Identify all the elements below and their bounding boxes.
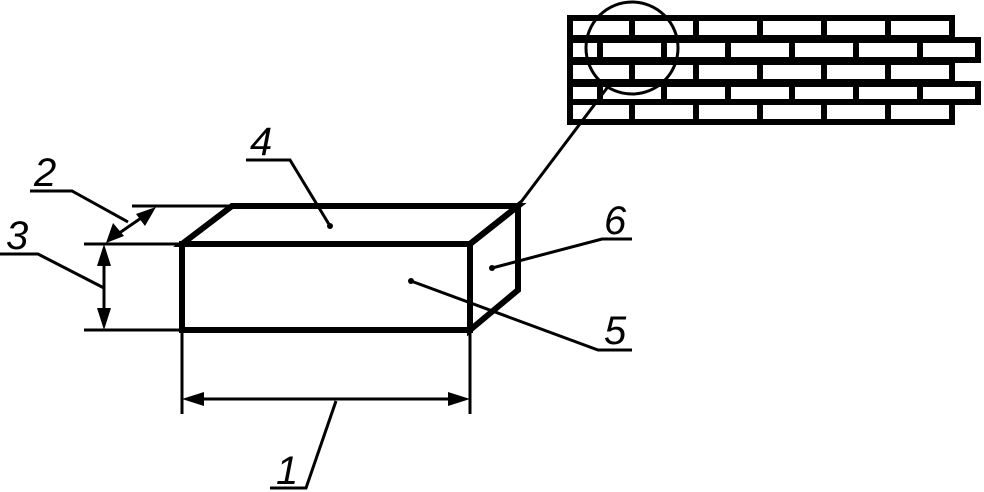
- leader-6: [491, 237, 632, 270]
- arrow-width-lower: [106, 223, 124, 243]
- leader-5: [410, 279, 632, 352]
- arrowheads: [97, 207, 470, 406]
- label-2: 2: [33, 151, 56, 195]
- brick-top-face: [173, 203, 527, 247]
- masonry-wall: [567, 15, 981, 125]
- brick: [173, 199, 527, 337]
- label-4: 4: [250, 120, 272, 164]
- detail-callout-circle: [584, 0, 680, 96]
- arrow-length-left: [182, 392, 204, 406]
- label-6: 6: [604, 199, 627, 243]
- label-5: 5: [604, 309, 627, 353]
- leader-1: [270, 400, 338, 490]
- leader-lines: [0, 83, 632, 490]
- arrow-height-bottom: [97, 308, 111, 330]
- leader-3: [0, 252, 105, 290]
- labels: 1 2 3 4 5 6: [6, 120, 627, 492]
- leader-4: [246, 158, 332, 227]
- arrow-width-upper: [136, 207, 156, 226]
- dimension-lines: [84, 204, 472, 414]
- label-1: 1: [276, 449, 298, 492]
- label-3: 3: [6, 214, 28, 258]
- leader-2: [30, 189, 129, 224]
- arrow-height-top: [97, 244, 111, 266]
- arrow-length-right: [448, 392, 470, 406]
